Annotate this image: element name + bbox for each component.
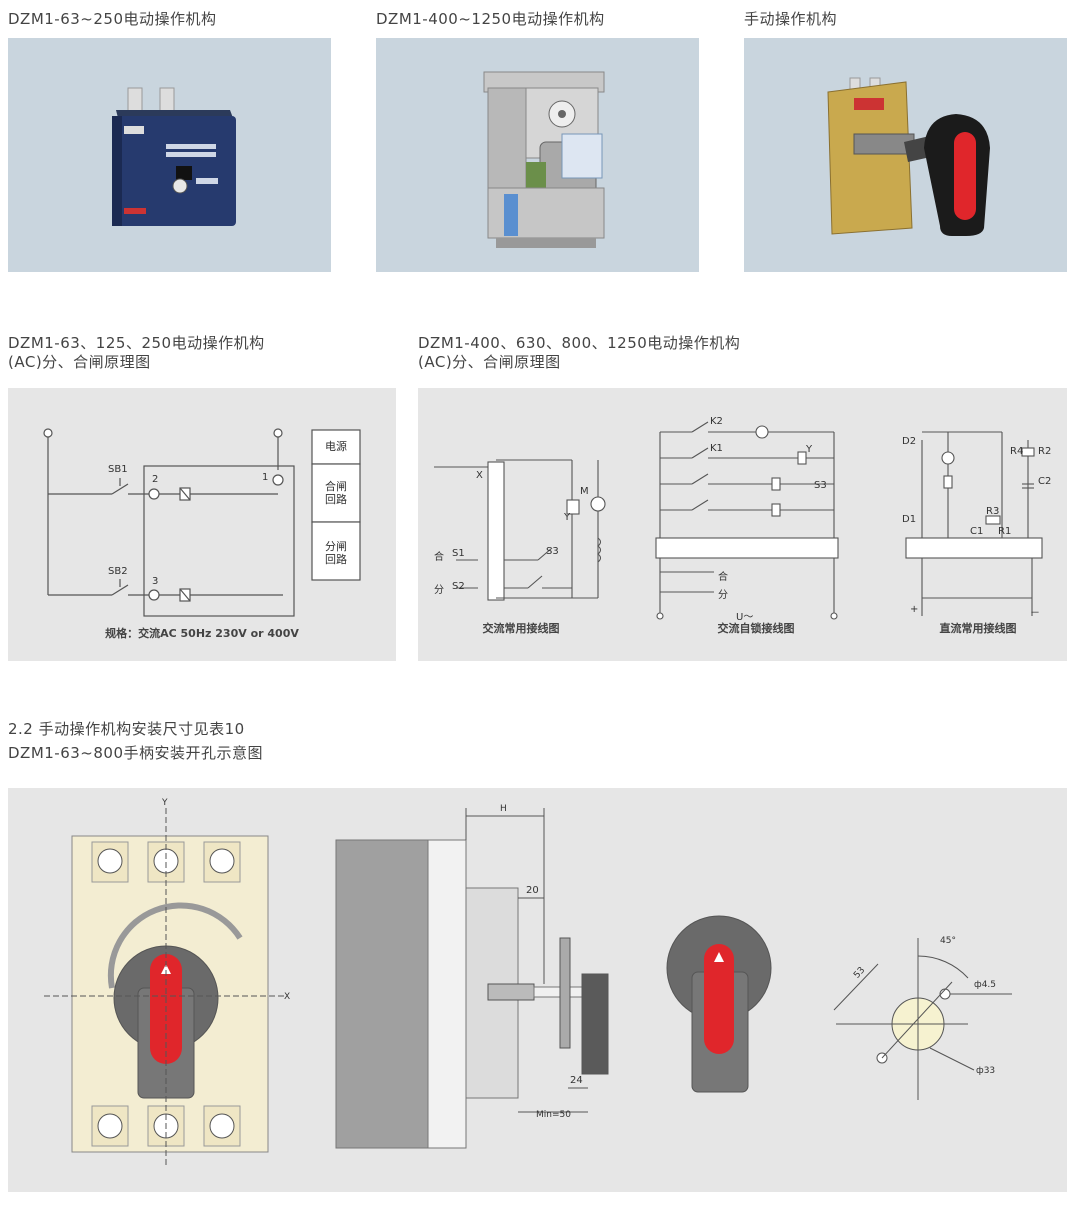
ac-dc-wiring-diagrams: 交流常用接线图 交流自锁接线图 直流常用接线图 X M Y 合 S1 分 S2 … — [418, 388, 1067, 661]
label-r1-d3: R1 — [998, 526, 1012, 537]
label-u-d2: U～ — [736, 612, 754, 623]
diagram-title-dc-common: 直流常用接线图 — [939, 622, 1017, 635]
right-diagram-caption-line2: (AC)分、合闸原理图 — [418, 353, 561, 371]
label-c1-d3: C1 — [970, 526, 984, 537]
angle-45-label: 45° — [940, 936, 956, 946]
label-minus-d3: － — [1030, 608, 1040, 619]
label-fen-d1: 分 — [434, 585, 444, 596]
sb2-label: SB2 — [108, 566, 128, 577]
label-c2-d3: C2 — [1038, 476, 1052, 487]
label-d2-d3: D2 — [902, 436, 917, 447]
ac-control-schematic-small: SB1 SB2 2 3 1 电源 合闸 回路 分闸 回路 规格：交流AC 50H… — [8, 388, 396, 661]
open-loop-label: 分闸 回路 — [325, 540, 347, 566]
label-s3-d1: S3 — [546, 546, 559, 557]
left-diagram-caption-line2: (AC)分、合闸原理图 — [8, 353, 151, 371]
handle-size-caption: 2.2 手动操作机构安装尺寸见表10 — [8, 720, 245, 738]
power-label: 电源 — [325, 440, 347, 453]
terminal-2-label: 2 — [152, 474, 159, 485]
label-s3-d2: S3 — [814, 480, 827, 491]
label-he-d1: 合 — [434, 552, 444, 563]
label-s1-d1: S1 — [452, 548, 465, 559]
handle-cutout-caption: DZM1-63~800手柄安装开孔示意图 — [8, 744, 264, 762]
diagram-title-ac-selflock: 交流自锁接线图 — [717, 622, 795, 635]
left-diagram-caption-line1: DZM1-63、125、250电动操作机构 — [8, 334, 265, 352]
terminal-1-label: 1 — [262, 472, 269, 483]
label-fen-d2: 分 — [718, 590, 728, 601]
handle-installation-drawing: Y X H 20 24 Min=50 45° ф4.5 ф33 53 — [8, 788, 1067, 1192]
label-s2-d1: S2 — [452, 581, 465, 592]
label-k2-d2: K2 — [710, 416, 723, 427]
label-he-d2: 合 — [718, 572, 728, 583]
label-d1-d3: D1 — [902, 514, 917, 525]
axis-y-label: Y — [162, 798, 168, 808]
dim-h-label: H — [500, 804, 507, 814]
label-m-d1: M — [580, 486, 589, 497]
terminal-3-label: 3 — [152, 576, 159, 587]
manual-operator-photo — [744, 38, 1067, 272]
label-y-d1: Y — [564, 512, 571, 523]
label-r2-d3: R2 — [1038, 446, 1052, 457]
label-r4-d3: R4 — [1010, 446, 1024, 457]
label-x-d1: X — [476, 470, 483, 481]
photo-caption-2: DZM1-400~1250电动操作机构 — [376, 10, 605, 28]
axis-x-label: X — [284, 992, 291, 1002]
label-plus-d3: + — [910, 604, 919, 615]
label-k1-d2: K1 — [710, 443, 723, 454]
dim-min50-label: Min=50 — [536, 1110, 571, 1120]
photo-caption-1: DZM1-63~250电动操作机构 — [8, 10, 217, 28]
photo-caption-3: 手动操作机构 — [744, 10, 838, 28]
spec-label: 规格：交流AC 50Hz 230V or 400V — [105, 627, 299, 640]
sb1-label: SB1 — [108, 464, 128, 475]
diagram-title-ac-common: 交流常用接线图 — [482, 622, 560, 635]
dim-20-label: 20 — [526, 885, 539, 896]
label-r3-d3: R3 — [986, 506, 1000, 517]
motor-operator-63-250-photo — [8, 38, 331, 272]
dim-24-label: 24 — [570, 1075, 583, 1086]
right-diagram-caption-line1: DZM1-400、630、800、1250电动操作机构 — [418, 334, 741, 352]
hole-phi33-label: ф33 — [976, 1066, 996, 1076]
close-loop-label: 合闸 回路 — [325, 480, 347, 506]
label-y-d2: Y — [806, 444, 813, 455]
hole-phi45-label: ф4.5 — [974, 980, 997, 990]
motor-operator-400-1250-photo — [376, 38, 699, 272]
